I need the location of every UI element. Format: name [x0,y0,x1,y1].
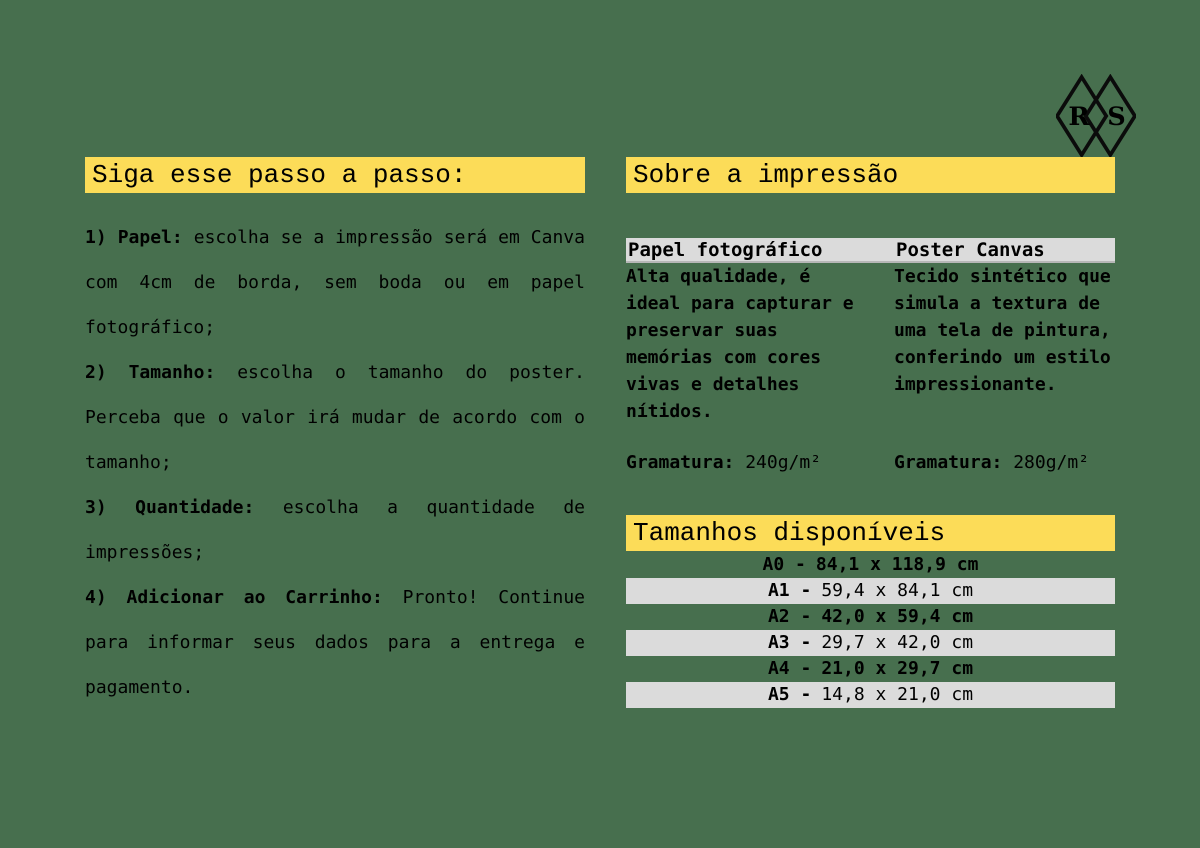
size-label: A1 - [767,580,812,601]
description-line: Tecido sintético que [894,266,1111,287]
size-dimensions: 59,4 x 84,1 cm [821,580,974,601]
description-line: conferindo um estilo [894,347,1111,368]
size-dimensions: 14,8 x 21,0 cm [821,684,974,705]
size-label: A3 - [767,632,812,653]
step-2-text: escolha o tamanho do poster. [215,362,585,383]
size-row-a5: A5 - 14,8 x 21,0 cm [626,682,1115,708]
size-row-a1: A1 - 59,4 x 84,1 cm [626,578,1115,604]
about-header-title: Sobre a impressão [633,160,899,190]
size-dimensions: 42,0 x 59,4 cm [821,606,974,627]
description-line: vivas e detalhes [626,374,800,395]
size-label: A5 - [767,684,812,705]
step-1-label: 1) Papel: [85,227,183,248]
rs-diamonds-logo: R S [1056,74,1136,158]
about-header-bar: Sobre a impressão [626,157,1115,193]
steps-header-bar: Siga esse passo a passo: [85,157,585,193]
step-4-text: Pronto! Continue [382,587,585,608]
step-1-line-2: com 4cm de borda, sem boda ou em papel [85,272,585,293]
size-dimensions: 29,7 x 42,0 cm [821,632,974,653]
size-dimensions: 84,1 x 118,9 cm [815,554,979,575]
step-3-line-1: 3) Quantidade: escolha a quantidade de [85,485,585,530]
logo-letter-r: R [1068,102,1090,132]
poster-canvas-description: Tecido sintético que simula a textura de… [894,263,1116,398]
grammage-label: Gramatura: [894,452,1003,473]
step-4-line-2: para informar seus dados para a entrega … [85,632,585,653]
size-label: A4 - [767,658,812,679]
step-4-label: 4) Adicionar ao Carrinho: [85,587,383,608]
step-3-text: escolha a quantidade de [254,497,585,518]
step-3-line-2: impressões; [85,542,205,563]
description-line: Alta qualidade, é [626,266,811,287]
logo-right-diamond [1083,74,1136,158]
description-line: preservar suas [626,320,778,341]
step-2-line-2: Perceba que o valor irá mudar de acordo … [85,407,585,428]
size-label: A2 - [767,606,812,627]
steps-list: 1) Papel: escolha se a impressão será em… [85,215,585,710]
description-line: impressionante. [894,374,1057,395]
size-dimensions: 21,0 x 29,7 cm [821,658,974,679]
grammage-value: 240g/m² [734,452,822,473]
step-3-label: 3) Quantidade: [85,497,255,518]
photo-paper-description: Alta qualidade, é ideal para capturar e … [626,263,884,425]
size-label: A0 - [762,554,806,575]
poster-canvas-grammage: Gramatura: 280g/m² [894,449,1089,476]
step-2-line-1: 2) Tamanho: escolha o tamanho do poster. [85,350,585,395]
sizes-header-bar: Tamanhos disponíveis [626,515,1115,551]
step-2-label: 2) Tamanho: [85,362,216,383]
step-1-line-1: 1) Papel: escolha se a impressão será em… [85,215,585,260]
material-title-poster-canvas: Poster Canvas [896,238,1045,261]
size-row-a0: A0 - 84,1 x 118,9 cm [626,552,1115,578]
sizes-header-title: Tamanhos disponíveis [633,518,946,548]
size-row-a4: A4 - 21,0 x 29,7 cm [626,656,1115,682]
description-line: simula a textura de [894,293,1100,314]
description-line: ideal para capturar e [626,293,854,314]
logo-left-diamond [1056,74,1109,158]
sizes-table: A0 - 84,1 x 118,9 cm A1 - 59,4 x 84,1 cm A… [626,552,1115,708]
photo-paper-grammage: Gramatura: 240g/m² [626,449,821,476]
step-1-text: escolha se a impressão será em Canva [182,227,585,248]
size-row-a2: A2 - 42,0 x 59,4 cm [626,604,1115,630]
logo-letter-s: S [1107,102,1125,132]
material-header-row: Papel fotográfico Poster Canvas [626,238,1115,263]
size-row-a3: A3 - 29,7 x 42,0 cm [626,630,1115,656]
material-title-photo-paper: Papel fotográfico [628,238,823,261]
step-4-line-1: 4) Adicionar ao Carrinho: Pronto! Contin… [85,575,585,620]
description-line: uma tela de pintura, [894,320,1111,341]
description-line: memórias com cores [626,347,822,368]
step-1-line-3: fotográfico; [85,317,216,338]
description-line: nítidos. [626,401,713,422]
step-4-line-3: pagamento. [85,677,194,698]
grammage-value: 280g/m² [1002,452,1090,473]
steps-header-title: Siga esse passo a passo: [92,160,467,190]
step-2-line-3: tamanho; [85,452,172,473]
grammage-label: Gramatura: [626,452,735,473]
